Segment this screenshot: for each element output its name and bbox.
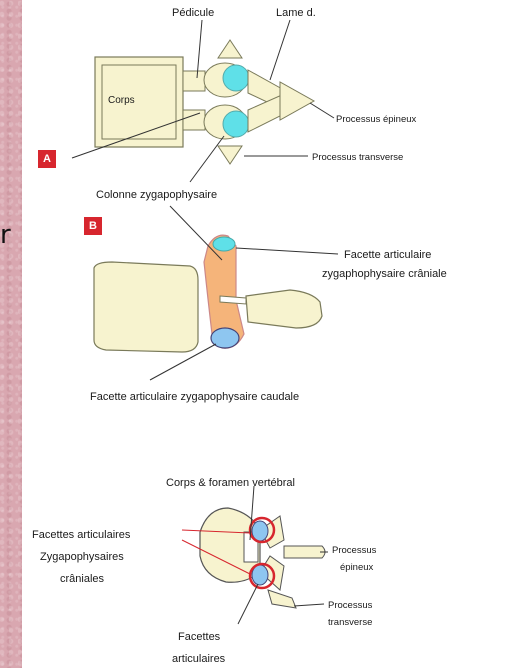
spinous-process-c xyxy=(284,546,325,558)
leader-pedicule xyxy=(197,20,202,78)
leader-b-column xyxy=(170,206,222,260)
label-epineux-c-2: épineux xyxy=(340,562,374,573)
label-pedicule: Pédicule xyxy=(172,7,214,19)
pedicle-lower xyxy=(183,110,205,130)
panel-a-drawing: Corps Pédicule Lame xyxy=(72,7,417,201)
label-colonne: Colonne zygapophysaire xyxy=(96,189,217,201)
vertebra-diagram: Corps Pédicule Lame xyxy=(22,0,512,668)
leader-epineux xyxy=(310,103,334,118)
label-transverse-c-2: transverse xyxy=(328,617,372,628)
panel-b-drawing: Facette articulaire zygaphophysaire crân… xyxy=(90,206,447,403)
facet-lower xyxy=(223,111,249,137)
transverse-process-lower xyxy=(218,146,242,164)
leader-transverse-c xyxy=(294,604,324,606)
label-facettes-cran-2: Zygapophysaires xyxy=(40,551,124,563)
notch xyxy=(220,296,246,304)
leader-facettes-bas xyxy=(238,584,258,624)
label-facettes-bas-2: articulaires xyxy=(172,653,226,665)
label-processus-epineux: Processus épineux xyxy=(336,114,417,125)
body-label: Corps xyxy=(108,95,135,106)
label-lame: Lame d. xyxy=(276,7,316,19)
label-transverse-c-1: Processus xyxy=(328,600,373,611)
leader-cranial-facet xyxy=(236,248,338,254)
label-facettes-cran-1: Facettes articulaires xyxy=(32,529,131,541)
facet-upper xyxy=(223,65,249,91)
label-processus-transverse: Processus transverse xyxy=(312,152,403,163)
label-corps-foramen: Corps & foramen vertébral xyxy=(166,477,295,489)
label-caudale: Facette articulaire zygapophysaire cauda… xyxy=(90,391,299,403)
label-facettes-cran-3: crâniales xyxy=(60,573,105,585)
transverse-process-c xyxy=(268,590,296,608)
pedicle-upper xyxy=(183,71,205,91)
arch-lateral xyxy=(246,290,322,328)
label-epineux-c-1: Processus xyxy=(332,545,377,556)
body-lateral xyxy=(94,262,198,352)
label-facettes-bas-1: Facettes xyxy=(178,631,221,643)
panel-b-tag: B xyxy=(84,217,102,235)
leader-lame xyxy=(270,20,290,80)
leader-colonne xyxy=(190,136,224,182)
slide-side-text: r xyxy=(0,220,11,250)
transverse-process-upper xyxy=(218,40,242,58)
panel-c-drawing: Corps & foramen vertébral Facettes artic… xyxy=(32,477,377,665)
label-cranial-2: zygaphophysaire crâniale xyxy=(322,268,447,280)
vertebra-figure: A Corps xyxy=(22,0,512,668)
spinous-process xyxy=(280,82,314,120)
cranial-facet xyxy=(213,237,235,251)
label-cranial-1: Facette articulaire xyxy=(344,249,431,261)
